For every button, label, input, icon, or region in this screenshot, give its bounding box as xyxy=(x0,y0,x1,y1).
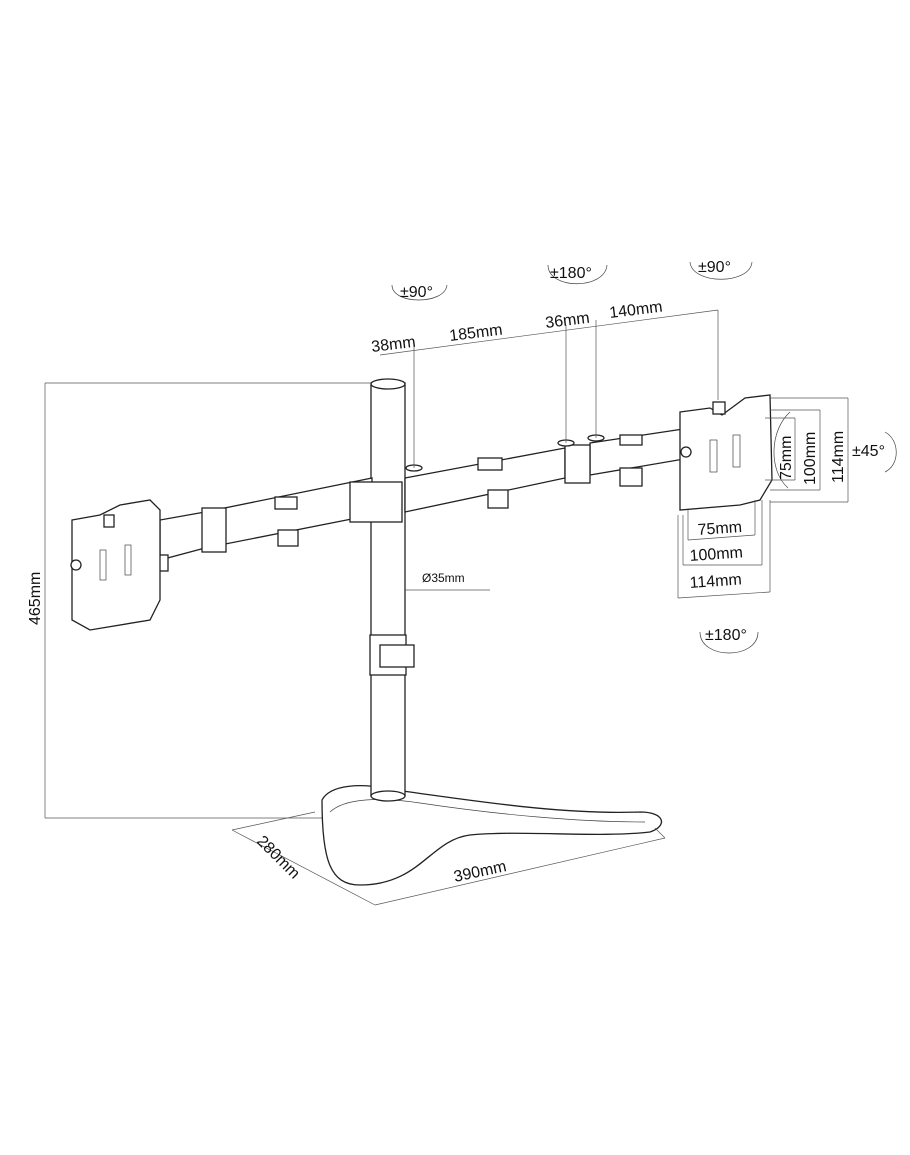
stand-base xyxy=(231,785,666,906)
arm-segment-label-4: 140mm xyxy=(608,299,663,322)
arm-segment-label-1: 38mm xyxy=(370,334,416,356)
right-arm xyxy=(349,309,719,523)
left-vesa-plate xyxy=(70,499,161,631)
vesa-vertical-75: 75mm xyxy=(778,436,795,480)
pole xyxy=(369,378,490,802)
base-width-label: 390mm xyxy=(452,858,508,886)
left-arm xyxy=(149,477,373,572)
rotation-arm-joint-1: ±90° xyxy=(400,284,433,301)
rotation-arcs xyxy=(391,261,897,654)
pole-diameter-label: Ø35mm xyxy=(422,571,465,585)
base-depth-label: 280mm xyxy=(253,833,303,883)
arm-segment-label-2: 185mm xyxy=(448,322,503,345)
rotation-head-swivel: ±45° xyxy=(852,443,885,460)
right-vesa-plate xyxy=(677,394,849,599)
rotation-head-rotate: ±180° xyxy=(705,627,747,644)
vesa-vertical-114: 114mm xyxy=(830,431,847,483)
vesa-horizontal-75: 75mm xyxy=(697,519,743,539)
height-dimension-lines xyxy=(44,382,370,819)
arm-segment-label-3: 36mm xyxy=(544,310,590,332)
vesa-vertical-100: 100mm xyxy=(802,432,819,485)
rotation-head-tilt: ±90° xyxy=(698,259,731,276)
rotation-arm-joint-2: ±180° xyxy=(550,265,592,282)
height-label: 465mm xyxy=(27,572,44,625)
vesa-horizontal-100: 100mm xyxy=(689,544,743,565)
vesa-horizontal-114: 114mm xyxy=(689,571,742,592)
